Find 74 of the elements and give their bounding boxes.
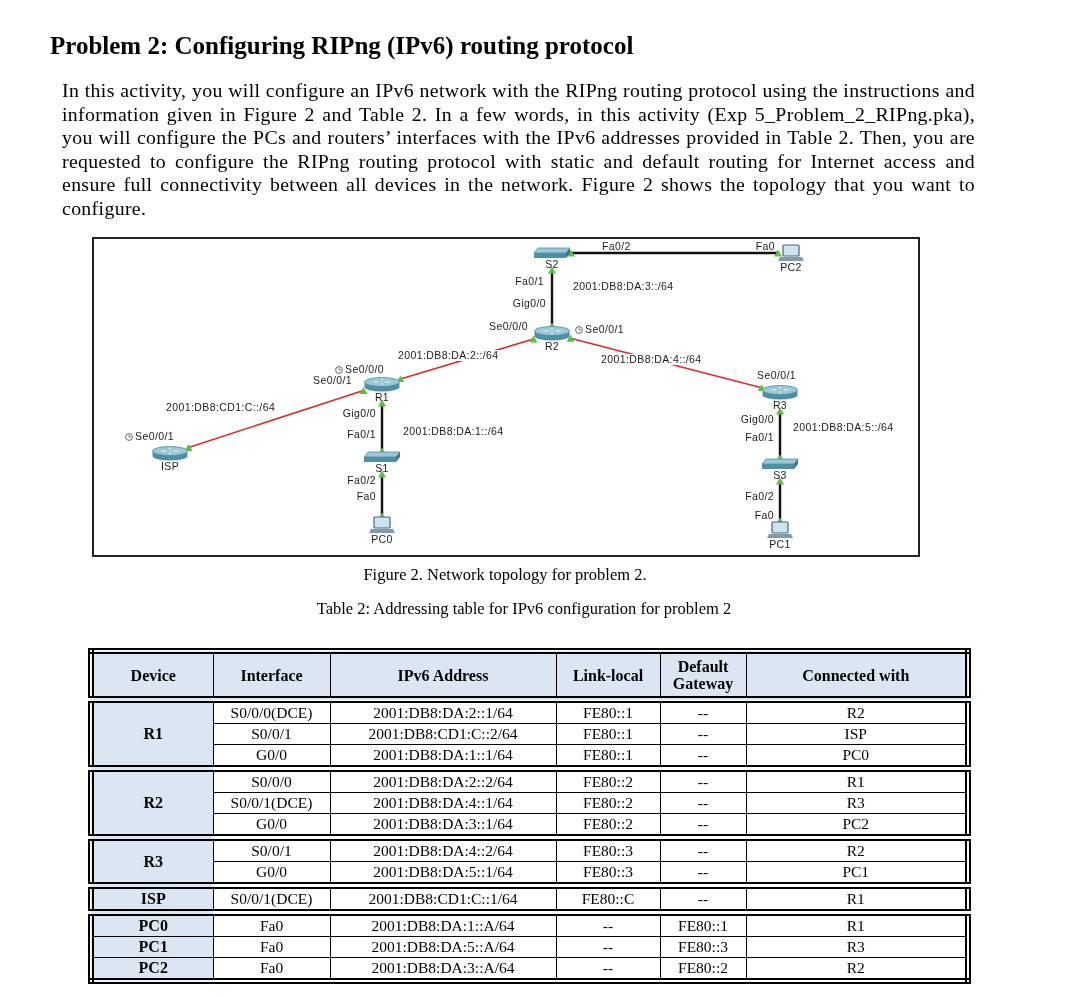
interface-label: Se0/0/1 — [313, 375, 352, 386]
interface-label: Gig0/0 — [512, 298, 546, 309]
link-local-address: -- — [556, 936, 660, 958]
laptop-device — [767, 521, 793, 550]
edge-label: 2001:DB8:DA:5::/64 — [792, 422, 895, 433]
ipv6-address: 2001:DB8:CD1:C::2/64 — [330, 723, 556, 745]
router-device — [151, 446, 189, 472]
interface-label: Se0/0/1 — [757, 370, 796, 381]
device-label: ISP — [160, 461, 180, 472]
switch-device — [533, 247, 571, 270]
interface-label: Fa0 — [356, 491, 376, 502]
interface-name: Fa0 — [213, 936, 330, 958]
device-label: PC1 — [769, 539, 791, 550]
ipv6-address: 2001:DB8:DA:4::1/64 — [330, 792, 556, 814]
interface-label: Fa0/2 — [745, 491, 774, 502]
column-header: Default Gateway — [660, 651, 746, 700]
device-label: S1 — [375, 463, 389, 474]
column-header: Device — [91, 651, 213, 700]
edge-label: 2001:DB8:DA:1::/64 — [402, 426, 505, 437]
interface-label: Fa0/1 — [347, 429, 376, 440]
device-label: S2 — [545, 259, 559, 270]
interface-name: S0/0/1(DCE) — [213, 792, 330, 814]
router-device — [533, 326, 571, 352]
figure-caption: Figure 2. Network topology for problem 2. — [362, 565, 648, 585]
device-name: R3 — [91, 837, 213, 886]
device-label: PC0 — [371, 534, 393, 545]
device-label: R1 — [374, 392, 390, 403]
device-name: PC0 — [91, 912, 213, 937]
interface-label: Fa0/1 — [515, 276, 544, 287]
device-label: S3 — [773, 470, 787, 481]
laptop-device — [369, 516, 395, 545]
switch-device — [363, 451, 401, 474]
interface-label: Fa0 — [754, 510, 774, 521]
column-header: Connected with — [746, 651, 968, 700]
link-local-address: FE80::2 — [556, 792, 660, 814]
connection-line — [567, 249, 782, 257]
device-name: R1 — [91, 699, 213, 769]
gateway-address: -- — [660, 792, 746, 814]
page-title: Problem 2: Configuring RIPng (IPv6) routing protocol — [50, 31, 634, 61]
edge-label: 2001:DB8:DA:2::/64 — [397, 350, 500, 361]
device-name: R2 — [91, 768, 213, 838]
interface-label: Gig0/0 — [740, 414, 774, 425]
table-title: Table 2: Addressing table for IPv6 configuration for problem 2 — [315, 599, 733, 619]
device-label: PC2 — [780, 262, 802, 273]
device-label: R2 — [544, 341, 560, 352]
interface-label: Se0/0/1 — [135, 431, 174, 442]
gateway-address: -- — [660, 723, 746, 745]
column-header: IPv6 Address — [330, 651, 556, 700]
interface-label: Gig0/0 — [342, 408, 376, 419]
edge-label: 2001:DB8:CD1:C::/64 — [165, 402, 277, 413]
interface-label: Se0/0/1 — [585, 324, 624, 335]
column-header: Interface — [213, 651, 330, 700]
gateway-address: FE80::3 — [660, 936, 746, 958]
column-header: Link-local — [556, 651, 660, 700]
interface-label: Fa0/1 — [745, 432, 774, 443]
interface-name: S0/0/1 — [213, 723, 330, 745]
edge-label: 2001:DB8:DA:4::/64 — [600, 354, 703, 365]
link-local-address: FE80::1 — [556, 723, 660, 745]
intro-paragraph: In this activity, you will configure an IPv6 network with the RIPng routing protocol using the instructions and information given in Figure 2 and Table 2. In a few words, in this activity (Exp 5_Problem_2_RIPng.pka), you will configure the PCs and routers’ interfaces with the IPv6 addresses provided in Table 2. Then, you are requested to configure the RIPng routing protocol with static and default routing for Internet access and ensure full connectivity between all devices in the network. Figure 2 shows the topology that you want to configure. — [62, 79, 975, 220]
laptop-device — [778, 244, 804, 273]
switch-device — [761, 458, 799, 481]
device-label: R3 — [772, 400, 788, 411]
connection-line — [184, 387, 368, 451]
device-name: PC2 — [91, 957, 213, 981]
ipv6-address: 2001:DB8:DA:5::A/64 — [330, 936, 556, 958]
interface-label: Fa0/2 — [347, 475, 376, 486]
router-device — [761, 385, 799, 411]
interface-label: Se0/0/0 — [345, 364, 384, 375]
device-name: PC1 — [91, 936, 213, 958]
interface-label: Se0/0/0 — [489, 321, 528, 332]
interface-label: Fa0 — [755, 241, 775, 252]
edge-label: 2001:DB8:DA:3::/64 — [572, 281, 675, 292]
interface-label: Fa0/2 — [602, 241, 631, 252]
router-device — [363, 377, 401, 403]
